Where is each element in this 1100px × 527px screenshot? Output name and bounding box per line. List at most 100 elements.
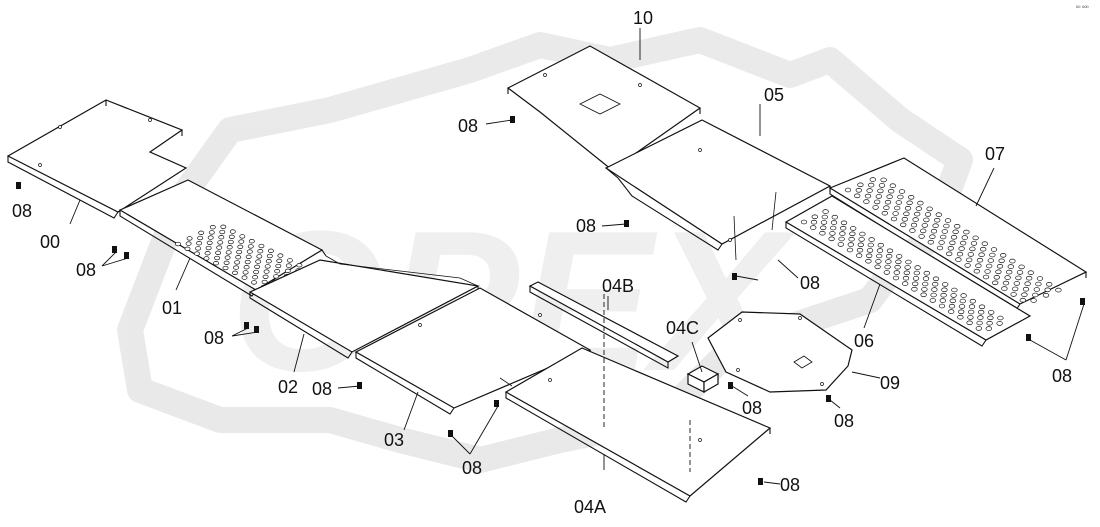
perforation-hole bbox=[976, 257, 984, 263]
perforation-hole bbox=[970, 241, 978, 246]
perforation-hole bbox=[875, 194, 882, 199]
perforation-hole bbox=[968, 304, 976, 309]
bolt-icon bbox=[510, 116, 515, 123]
perforation-hole bbox=[966, 257, 973, 263]
perforation-hole bbox=[848, 236, 855, 242]
label-04b: 04B bbox=[602, 276, 634, 296]
perforation-hole bbox=[961, 235, 968, 240]
perforation-hole bbox=[875, 259, 882, 264]
perforation-hole bbox=[284, 268, 291, 273]
bolt-icon bbox=[112, 246, 117, 253]
perforation-hole bbox=[939, 298, 946, 303]
perforation-hole bbox=[932, 281, 939, 287]
perforation-hole bbox=[905, 259, 912, 265]
panel-00 bbox=[6, 99, 188, 219]
perforation-hole bbox=[987, 258, 994, 263]
perforation-hole bbox=[864, 193, 872, 199]
perforation-hole bbox=[884, 199, 892, 205]
perforation-hole bbox=[266, 253, 273, 259]
perforation-hole bbox=[949, 240, 956, 246]
perforation-hole bbox=[978, 252, 985, 258]
perforation-hole bbox=[1036, 276, 1044, 281]
perforation-hole bbox=[1006, 269, 1013, 275]
perforation-hole bbox=[1016, 270, 1024, 275]
perforation-hole bbox=[840, 220, 848, 226]
perforation-hole bbox=[950, 293, 957, 298]
label-08-f: 08 bbox=[462, 458, 482, 478]
perforation-hole bbox=[866, 248, 874, 253]
perforation-hole bbox=[950, 234, 958, 240]
perforation-hole bbox=[877, 242, 884, 248]
perforation-hole bbox=[922, 276, 930, 281]
perforation-hole bbox=[941, 229, 948, 234]
perforation-hole bbox=[1012, 286, 1019, 292]
perforation-hole bbox=[921, 223, 928, 228]
perforation-hole bbox=[830, 220, 838, 225]
label-04a: 04A bbox=[574, 497, 606, 517]
perforation-hole bbox=[267, 248, 274, 253]
perforation-hole bbox=[1055, 287, 1062, 293]
label-08-d: 08 bbox=[204, 328, 224, 348]
perforation-hole bbox=[969, 298, 976, 304]
perforation-hole bbox=[1021, 292, 1028, 298]
perforation-hole bbox=[1001, 286, 1008, 291]
perforation-hole bbox=[973, 268, 980, 274]
perforation-hole bbox=[888, 188, 895, 194]
perforation-hole bbox=[912, 276, 920, 281]
perforation-hole bbox=[913, 270, 920, 276]
perforation-hole bbox=[849, 231, 856, 237]
panel-03 bbox=[354, 287, 592, 415]
perforation-hole bbox=[904, 265, 911, 270]
perforation-hole bbox=[228, 234, 235, 239]
bolt-icon bbox=[16, 182, 21, 189]
perforation-hole bbox=[903, 270, 910, 276]
perforation-hole bbox=[902, 275, 910, 281]
perforation-hole bbox=[1013, 281, 1020, 286]
perforation-hole bbox=[237, 244, 244, 249]
perforation-hole bbox=[951, 287, 958, 293]
perforation-hole bbox=[1024, 281, 1031, 287]
perforation-hole bbox=[912, 217, 919, 222]
perforation-hole bbox=[229, 229, 236, 234]
perforation-hole bbox=[966, 320, 973, 326]
label-08-j: 08 bbox=[834, 411, 854, 431]
perforation-hole bbox=[954, 223, 961, 229]
label-08-k: 08 bbox=[780, 475, 800, 495]
perforation-hole bbox=[876, 253, 883, 259]
perforation-hole bbox=[810, 219, 818, 225]
perforation-hole bbox=[822, 209, 829, 214]
perforation-hole bbox=[886, 248, 894, 254]
perforation-hole bbox=[206, 240, 213, 245]
perforation-hole bbox=[246, 249, 253, 254]
perforation-hole bbox=[948, 309, 955, 314]
perforation-hole bbox=[869, 177, 876, 182]
perforation-hole bbox=[241, 275, 248, 280]
label-08-e: 08 bbox=[312, 379, 332, 399]
perforation-hole bbox=[175, 241, 181, 247]
perforation-hole bbox=[1035, 281, 1042, 287]
perforation-hole bbox=[992, 280, 999, 286]
perforation-hole bbox=[883, 205, 890, 211]
perforation-hole bbox=[253, 269, 260, 275]
perforation-hole bbox=[859, 231, 866, 237]
perforation-hole bbox=[935, 212, 942, 218]
perforation-hole bbox=[883, 270, 890, 275]
perforation-hole bbox=[924, 212, 932, 217]
perforation-hole bbox=[982, 274, 990, 280]
perforation-hole bbox=[220, 224, 227, 229]
perforation-hole bbox=[943, 223, 950, 229]
perforation-hole bbox=[821, 214, 828, 220]
perforation-hole bbox=[932, 223, 939, 229]
bolt-icon bbox=[244, 322, 249, 329]
perforation-hole bbox=[213, 261, 219, 266]
perforation-hole bbox=[215, 250, 222, 255]
perforation-hole bbox=[956, 251, 964, 257]
perforation-hole bbox=[1019, 297, 1026, 303]
perforation-hole bbox=[839, 231, 846, 236]
perforation-hole bbox=[207, 235, 214, 240]
perforation-hole bbox=[224, 255, 231, 260]
perforation-hole bbox=[225, 250, 232, 255]
perforation-hole bbox=[1030, 298, 1037, 303]
perforation-hole bbox=[889, 183, 896, 189]
